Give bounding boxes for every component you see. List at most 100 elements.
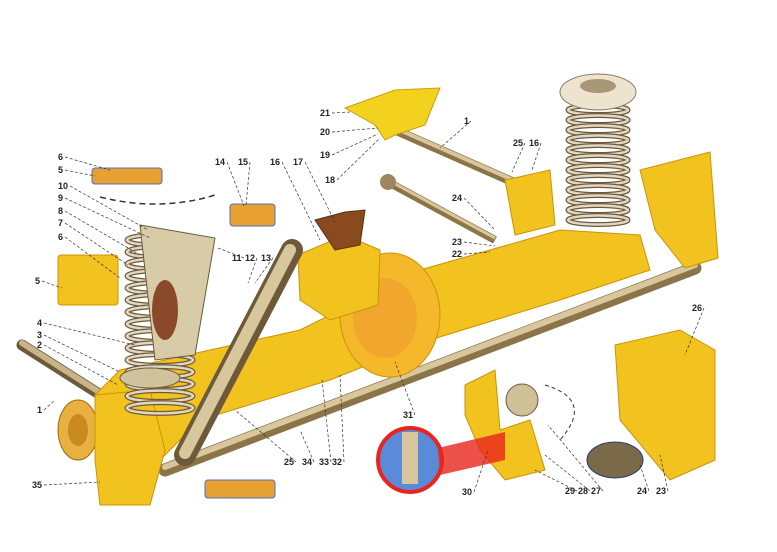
leader-line — [64, 210, 141, 256]
callout-label: 4 — [37, 318, 42, 328]
bracket-26-exploded — [614, 329, 716, 481]
magnifier-pointer — [438, 432, 505, 475]
callout-label: 10 — [58, 181, 68, 191]
leader-line — [43, 322, 136, 346]
leader-line — [69, 185, 149, 231]
magnified-pin — [402, 432, 418, 484]
callout-label: 1 — [464, 116, 469, 126]
callout-label: 8 — [58, 206, 63, 216]
leader-line — [43, 399, 56, 411]
callout-label: 31 — [403, 410, 413, 420]
callout-label: 29 — [565, 486, 575, 496]
callout-label: 6 — [58, 152, 63, 162]
leader-line — [336, 137, 381, 181]
leader-line — [64, 197, 151, 239]
callout-label: 19 — [320, 150, 330, 160]
leader-line — [254, 257, 274, 284]
upper-rod-1 — [393, 125, 522, 190]
leader-line — [439, 120, 472, 149]
spring-coil-highlight — [125, 401, 195, 415]
leader-line — [226, 161, 245, 207]
body-bracket-21 — [343, 87, 441, 141]
callout-label: 12 — [245, 253, 255, 263]
bracket-16-right — [504, 169, 556, 236]
callout-label: 33 — [319, 457, 329, 467]
callout-label: 23 — [656, 486, 666, 496]
callout-label: 13 — [261, 253, 271, 263]
leader-line — [463, 241, 496, 247]
callout-label: 24 — [452, 193, 462, 203]
callout-label: 30 — [462, 487, 472, 497]
callout-label: 35 — [32, 480, 42, 490]
callout-label: 16 — [529, 138, 539, 148]
leader-line — [64, 156, 111, 171]
callout-label: 18 — [325, 175, 335, 185]
callout-label: 5 — [58, 165, 63, 175]
callout-label: 32 — [332, 457, 342, 467]
leader-line — [43, 344, 119, 386]
callout-label: 25 — [284, 457, 294, 467]
leader-line — [43, 481, 101, 486]
leader-line — [331, 111, 351, 114]
callout-label: 20 — [320, 127, 330, 137]
leader-line — [547, 424, 604, 492]
callout-label: 26 — [692, 303, 702, 313]
callout-label: 23 — [452, 237, 462, 247]
rod-end-bushing — [380, 174, 396, 190]
callout-label: 14 — [215, 157, 225, 167]
bracket-17 — [314, 209, 366, 251]
spacer-tube — [586, 441, 644, 479]
bushing-exploded-bottom — [204, 479, 276, 499]
coil-spring-right — [565, 103, 631, 227]
callout-label: 34 — [302, 457, 312, 467]
bushing-exploded-14 — [229, 203, 276, 227]
callout-label: 3 — [37, 330, 42, 340]
callout-label: 5 — [35, 276, 40, 286]
callout-label: 21 — [320, 108, 330, 118]
leader-line — [43, 334, 121, 373]
leader-line — [321, 379, 332, 463]
hub-flange — [68, 414, 88, 446]
callout-label: 6 — [58, 232, 63, 242]
callout-label: 7 — [58, 218, 63, 228]
leader-line — [64, 236, 121, 279]
body-side-bracket-right — [639, 151, 719, 269]
leader-line — [394, 361, 416, 416]
upper-rod-24 — [386, 178, 497, 244]
callout-label: 17 — [293, 157, 303, 167]
leader-line — [463, 197, 496, 231]
cup-opening — [580, 79, 616, 93]
spring-coil-highlight — [566, 214, 630, 226]
callout-label: 1 — [37, 405, 42, 415]
leader-line — [659, 454, 669, 492]
panhard-rod — [158, 261, 702, 477]
callout-label: 25 — [513, 138, 523, 148]
leader-line — [463, 251, 491, 255]
callout-label: 24 — [637, 486, 647, 496]
leader-line — [64, 222, 129, 266]
callout-label: 15 — [238, 157, 248, 167]
callout-label: 2 — [37, 340, 42, 350]
leader-line — [281, 161, 321, 241]
detail-arc-left — [99, 194, 216, 205]
leader-line — [41, 280, 63, 289]
leader-line — [534, 469, 578, 492]
leader-line — [331, 127, 379, 133]
callout-label: 22 — [452, 249, 462, 259]
bump-stop — [152, 280, 178, 340]
leader-line — [245, 161, 251, 207]
leader-line — [339, 374, 345, 463]
leader-line — [331, 133, 379, 156]
shock-absorber — [174, 239, 303, 466]
callout-label: 9 — [58, 193, 63, 203]
leader-line — [639, 464, 650, 492]
callout-label: 11 — [232, 253, 242, 263]
leader-line — [684, 307, 705, 356]
callout-label: 16 — [270, 157, 280, 167]
leader-line — [511, 142, 526, 173]
leader-line — [304, 161, 336, 223]
detail-arc — [544, 384, 575, 441]
